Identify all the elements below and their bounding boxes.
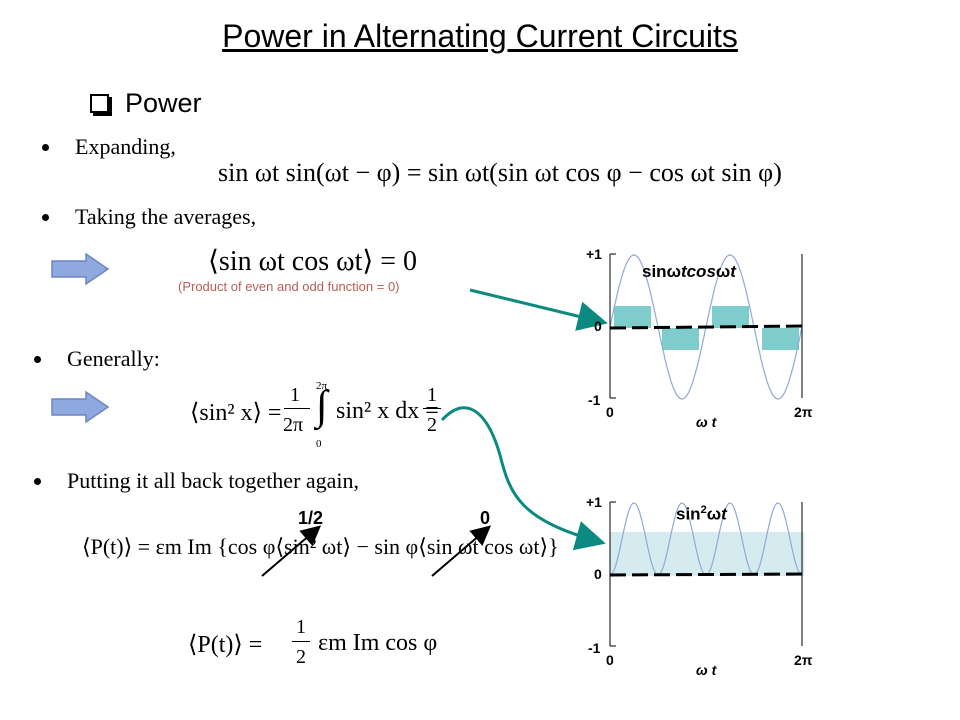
plot-title-part: 2 xyxy=(700,504,707,516)
eq-final-num: 1 xyxy=(296,616,306,638)
eq-integrand: sin² x dx = xyxy=(336,398,439,424)
equation-avg-sin2: ⟨sin² x⟩ = 1 2π ∫ 2π 0 sin² x dx = 1 2 xyxy=(190,380,450,450)
bullet-dot xyxy=(34,355,41,363)
bullet-averages: Taking the averages, xyxy=(42,204,256,230)
plot-title-part: sin xyxy=(676,504,701,524)
plot-title-part: ω xyxy=(706,504,722,524)
eq-frac2-den: 2 xyxy=(427,414,437,436)
plot-sincos: +1 0 -1 0 2π ω t sinωtcosωt xyxy=(572,246,832,436)
fill-block xyxy=(662,328,699,350)
overlay-half: 1/2 xyxy=(298,508,324,528)
xlabel-t: t xyxy=(711,662,717,678)
overlay-zero: 0 xyxy=(480,508,491,528)
bullet-generally: Generally: xyxy=(34,346,160,372)
pointer-arrow-zero xyxy=(431,525,492,577)
right-arrow-icon xyxy=(51,390,110,424)
ytick-plus1: +1 xyxy=(586,246,602,262)
eq-final-right: εm Im cos φ xyxy=(318,630,438,656)
zero-dashed-line xyxy=(609,572,807,577)
xlabel-t: t xyxy=(711,414,717,430)
bullet-dot xyxy=(34,477,41,485)
fraction-bar xyxy=(292,641,310,642)
eq-frac-num: 1 xyxy=(290,384,300,406)
xtick-2pi: 2π xyxy=(794,404,813,420)
bullet-dot xyxy=(42,213,49,221)
integral-sign: ∫ xyxy=(316,383,328,429)
xtick-2pi: 2π xyxy=(794,652,813,668)
plot-title-part: sin xyxy=(642,262,667,281)
right-arrow-icon xyxy=(51,252,110,286)
plot-title-part: t xyxy=(730,262,736,281)
section-heading: Power xyxy=(90,88,202,119)
equation-expand: sin ωt sin(ωt − φ) = sin ωt(sin ωt cos φ… xyxy=(218,158,782,187)
checkbox-icon xyxy=(90,94,109,113)
ytick-0: 0 xyxy=(594,566,602,582)
ytick-minus1: -1 xyxy=(588,392,601,408)
omega-symbol: ω xyxy=(696,414,708,430)
bullet-dot xyxy=(42,143,49,151)
plot-sin2: +1 0 -1 0 2π ω t sin2ωt xyxy=(572,494,832,684)
eq-int-upper: 2π xyxy=(316,380,328,392)
bullet-expanding-text: Expanding, xyxy=(75,134,176,159)
fill-block xyxy=(712,306,749,328)
eq-int-lower: 0 xyxy=(316,438,322,450)
connector-arrow-1 xyxy=(469,288,608,331)
omega-symbol: ω xyxy=(696,662,708,678)
equation-power-final: ⟨P(t)⟩ = 1 2 εm Im cos φ xyxy=(188,614,448,674)
plot-sin2-canvas xyxy=(609,501,807,647)
section-label: Power xyxy=(125,88,202,118)
fraction-bar xyxy=(423,408,441,409)
xtick-0: 0 xyxy=(606,404,614,420)
ytick-plus1: +1 xyxy=(586,494,602,510)
xtick-0: 0 xyxy=(606,652,614,668)
plot-sincos-canvas xyxy=(609,253,807,400)
eq-frac-den: 2π xyxy=(283,414,304,436)
bullet-averages-text: Taking the averages, xyxy=(75,204,257,229)
plot-title: sinωtcosωt xyxy=(642,262,736,282)
xlabel: ω t xyxy=(696,414,716,430)
ytick-0: 0 xyxy=(594,318,602,334)
ytick-minus1: -1 xyxy=(588,640,601,656)
fill-block xyxy=(762,328,799,350)
plot-title-part: tcos xyxy=(680,262,716,281)
connector-arrow-2 xyxy=(440,406,606,551)
plot-title: sin2ωt xyxy=(676,504,727,525)
fill-block xyxy=(614,306,651,328)
eq-frac2-num: 1 xyxy=(427,384,437,406)
fraction-bar xyxy=(284,408,310,409)
page-title: Power in Alternating Current Circuits xyxy=(222,18,738,54)
xlabel: ω t xyxy=(696,662,716,678)
equation-avg-sincos: ⟨sin ωt cos ωt⟩ = 0 xyxy=(208,246,418,277)
zero-dashed-line xyxy=(609,324,807,330)
note-even-odd: (Product of even and odd function = 0) xyxy=(178,279,400,294)
pointer-arrow-half xyxy=(261,525,322,577)
average-band xyxy=(610,532,804,576)
bullet-putting-text: Putting it all back together again, xyxy=(67,468,360,493)
plot-title-part: ω xyxy=(715,262,731,281)
eq-final-den: 2 xyxy=(296,646,306,668)
plot-title-part: t xyxy=(721,504,727,524)
bullet-putting: Putting it all back together again, xyxy=(34,468,359,494)
plot-title-part: ω xyxy=(666,262,681,281)
eq-avg-sin2-left: ⟨sin² x⟩ = xyxy=(190,400,282,426)
eq-final-left: ⟨P(t)⟩ = xyxy=(188,632,263,658)
bullet-generally-text: Generally: xyxy=(67,346,160,371)
bullet-expanding: Expanding, xyxy=(42,134,176,160)
